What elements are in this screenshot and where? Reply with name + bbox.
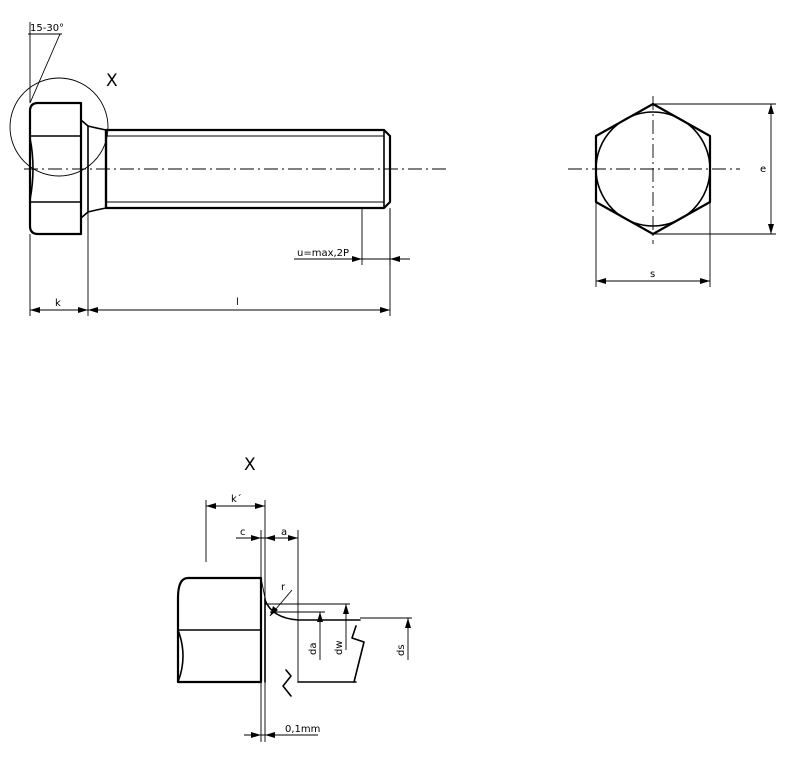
- u-arrow-right: [390, 256, 400, 262]
- dw-label: dw: [334, 640, 345, 655]
- detail-head-curve: [177, 629, 184, 683]
- u-arrow-left: [352, 256, 362, 262]
- k-arrow-right: [78, 307, 88, 313]
- dw-arrow-top: [343, 604, 349, 614]
- detail-fillet: [264, 599, 299, 621]
- fillet-lower: [87, 207, 107, 213]
- a-arrow-right: [288, 535, 298, 541]
- l-arrow-left: [88, 307, 98, 313]
- offset-label: 0,1mm: [285, 724, 320, 735]
- head-collar: [80, 119, 89, 219]
- e-arrow-top: [768, 104, 774, 114]
- head-height-label: k: [55, 298, 61, 309]
- s-arrow-left: [596, 278, 606, 284]
- fillet-arrow: [270, 606, 278, 616]
- kprime-arrow-left: [206, 503, 216, 509]
- c-arrow-left: [251, 535, 261, 541]
- bolt-head-outline: [28, 101, 83, 236]
- wrench-height-label: k´: [231, 493, 242, 505]
- thread-runout-label: u=max,2P: [297, 248, 349, 259]
- da-label: da: [308, 643, 319, 655]
- detail-mark-label: X: [106, 71, 118, 91]
- s-arrow-right: [700, 278, 710, 284]
- offset-arrow-left: [251, 732, 261, 738]
- kprime-arrow-right: [255, 503, 265, 509]
- offset-arrow-right: [265, 732, 275, 738]
- a-label: a: [281, 527, 287, 538]
- bolt-end-view: e s: [568, 96, 776, 287]
- fillet-upper: [87, 125, 107, 131]
- c-label: c: [240, 527, 246, 538]
- e-arrow-bottom: [768, 224, 774, 234]
- detail-circle: [9, 77, 109, 177]
- detail-x-view: X k´ c a r: [176, 455, 412, 742]
- ds-label: ds: [396, 644, 407, 656]
- angle-label: 15-30°: [30, 23, 64, 34]
- detail-head-outline: [176, 576, 263, 684]
- angle-leader: [29, 33, 61, 104]
- detail-break-left: [282, 669, 292, 697]
- detail-title-label: X: [244, 455, 256, 475]
- length-label: l: [236, 297, 239, 308]
- across-corners-label: e: [760, 164, 766, 175]
- fillet-label: r: [281, 582, 286, 593]
- detail-chamfer: [260, 577, 266, 599]
- l-arrow-right: [380, 307, 390, 313]
- bolt-side-view: X 15-30° u=max,2P k l: [9, 22, 446, 316]
- k-arrow-left: [30, 307, 40, 313]
- detail-break-right: [351, 625, 365, 683]
- a-arrow-left: [265, 535, 275, 541]
- ds-arrow-top: [405, 618, 411, 628]
- da-arrow-top: [317, 612, 323, 622]
- across-flats-label: s: [650, 269, 655, 280]
